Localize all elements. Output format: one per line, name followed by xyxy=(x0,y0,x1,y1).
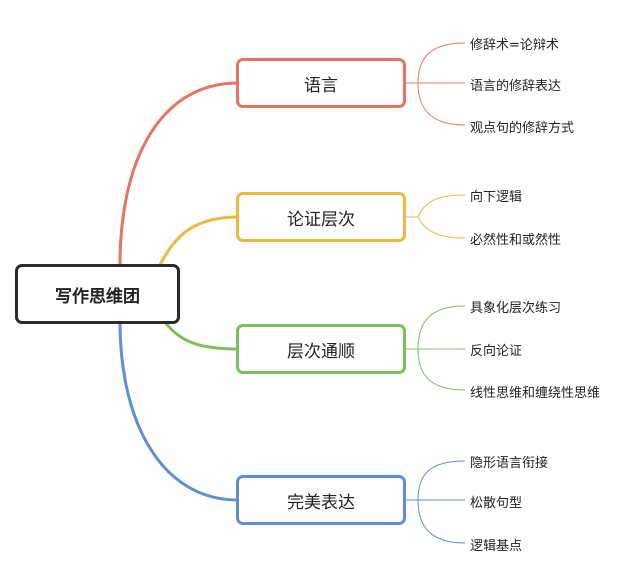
link-root-perfect-expression xyxy=(118,321,239,502)
link-fluency-leaf-1 xyxy=(417,305,466,350)
leaf-node[interactable]: 修辞术=论辩术 xyxy=(470,38,559,53)
branch-label: 论证层次 xyxy=(287,209,355,230)
link-root-level-fluency xyxy=(163,321,239,351)
root-label: 写作思维团 xyxy=(55,286,140,307)
leaf-node[interactable]: 必然性和或然性 xyxy=(470,233,562,248)
link-fluency-leaf-3 xyxy=(417,348,466,391)
leaf-node[interactable]: 逻辑基点 xyxy=(470,539,523,554)
leaf-node[interactable]: 具象化层次练习 xyxy=(470,301,562,316)
branch-node-language[interactable]: 语言 xyxy=(236,58,406,108)
link-root-language xyxy=(118,81,239,266)
link-expression-leaf-3 xyxy=(417,499,466,544)
branch-node-level-fluency[interactable]: 层次通顺 xyxy=(236,324,406,374)
leaf-node[interactable]: 向下逻辑 xyxy=(470,190,523,205)
leaf-node[interactable]: 线性思维和缠绕性思维 xyxy=(470,386,601,401)
link-expression-leaf-1 xyxy=(417,460,466,501)
link-argument-leaf-2 xyxy=(417,216,466,239)
leaf-node[interactable]: 反向论证 xyxy=(470,344,523,359)
leaf-node[interactable]: 观点句的修辞方式 xyxy=(470,121,575,136)
leaf-node[interactable]: 语言的修辞表达 xyxy=(470,79,562,94)
branch-label: 完美表达 xyxy=(287,492,355,513)
link-root-argument-levels xyxy=(158,215,239,266)
leaf-node[interactable]: 隐形语言衔接 xyxy=(470,456,549,471)
branch-label: 层次通顺 xyxy=(287,341,355,362)
root-node[interactable]: 写作思维团 xyxy=(15,264,180,324)
link-argument-leaf-1 xyxy=(417,194,466,218)
branch-node-argument-levels[interactable]: 论证层次 xyxy=(236,192,406,242)
branch-label: 语言 xyxy=(304,75,338,96)
branch-node-perfect-expression[interactable]: 完美表达 xyxy=(236,475,406,525)
link-language-leaf-1 xyxy=(417,42,466,84)
leaf-node[interactable]: 松散句型 xyxy=(470,496,523,511)
link-language-leaf-3 xyxy=(417,82,466,126)
